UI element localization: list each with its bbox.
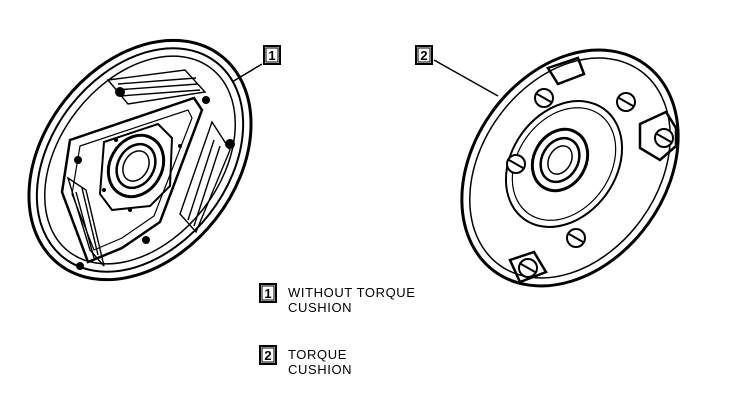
- legend-1-line2: CUSHION: [288, 300, 352, 315]
- plate-with-torque-cushion: [433, 48, 680, 288]
- legend-2-number: 2: [264, 348, 271, 363]
- legend-2-line1: TORQUE: [288, 347, 347, 362]
- callout-1-number: 1: [268, 48, 275, 63]
- legend-item-1: 1 WITHOUT TORQUE CUSHION: [259, 283, 416, 315]
- screw-heads: [506, 88, 674, 278]
- callout-2: 2: [415, 45, 433, 65]
- legend: 1 WITHOUT TORQUE CUSHION 2 TORQUE CUSHIO…: [259, 283, 416, 377]
- callout-2-leader: [433, 59, 499, 97]
- callout-2-number: 2: [420, 48, 427, 63]
- legend-2-line2: CUSHION: [288, 362, 352, 377]
- legend-1-line1: WITHOUT TORQUE: [288, 285, 416, 300]
- callout-1: 1: [263, 45, 281, 65]
- callout-1-leader: [231, 63, 263, 83]
- plate-without-torque-cushion: [27, 38, 263, 282]
- rivets: [74, 87, 235, 270]
- legend-1-number: 1: [264, 286, 271, 301]
- legend-item-2: 2 TORQUE CUSHION: [259, 345, 352, 377]
